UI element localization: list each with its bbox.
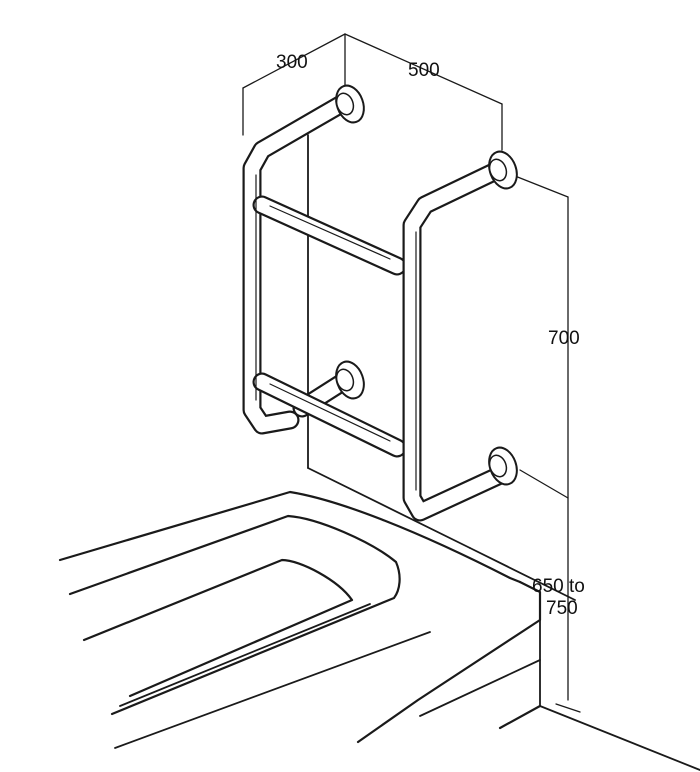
dimension-mount-height-label-2: 750 bbox=[546, 598, 578, 619]
tube-shading bbox=[255, 174, 417, 491]
wall-flange-upper-right bbox=[488, 150, 518, 190]
bathtub bbox=[58, 490, 542, 749]
dimension-labels: 300 500 700 650 to 750 bbox=[276, 52, 585, 619]
left-rail-frame bbox=[242, 92, 355, 435]
right-rail-frame bbox=[402, 160, 508, 522]
dimension-height-label: 700 bbox=[548, 328, 580, 349]
dimension-mount-height-label-1: 650 to bbox=[532, 576, 585, 597]
grab-rail bbox=[242, 84, 518, 522]
dimension-width-label: 500 bbox=[408, 60, 440, 81]
wall-flange-upper-left bbox=[335, 84, 365, 124]
wall-flange-lower-right bbox=[488, 446, 518, 486]
dimension-lines bbox=[242, 33, 581, 713]
cross-bars bbox=[252, 195, 407, 458]
wall-flange-lower-left bbox=[335, 360, 365, 400]
dimension-depth-label: 300 bbox=[276, 52, 308, 73]
